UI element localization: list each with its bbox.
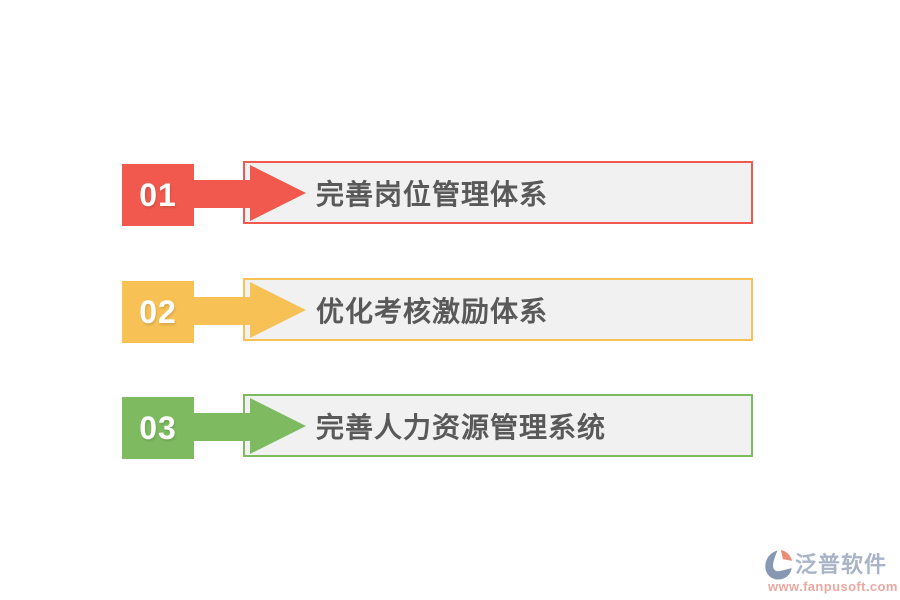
arrow-right-icon [250,398,306,454]
step-label-box: 完善人力资源管理系统 [243,394,753,457]
step-number-badge: 02 [122,281,194,343]
arrow-right-icon [250,282,306,338]
step-row-1: 完善岗位管理体系 01 [0,161,900,227]
fanpu-logo-icon [765,550,793,580]
step-number: 01 [139,176,177,213]
step-number: 02 [139,293,177,330]
arrow-shaft [194,297,252,325]
step-number: 03 [139,409,177,446]
step-number-badge: 03 [122,397,194,459]
step-number-badge: 01 [122,164,194,226]
watermark: 泛普软件 www.fanpusoft.com [764,549,898,594]
step-label: 优化考核激励体系 [316,295,549,327]
watermark-brand: 泛普软件 [795,551,888,577]
arrow-shaft [194,413,252,441]
arrow-right-icon [250,165,306,221]
step-label-box: 完善岗位管理体系 [243,161,753,224]
step-label: 完善岗位管理体系 [316,178,549,210]
step-row-3: 完善人力资源管理系统 03 [0,394,900,460]
step-label-box: 优化考核激励体系 [243,278,753,341]
watermark-url: www.fanpusoft.com [768,579,898,594]
step-label: 完善人力资源管理系统 [316,411,607,443]
step-row-2: 优化考核激励体系 02 [0,278,900,344]
arrow-shaft [194,180,252,208]
